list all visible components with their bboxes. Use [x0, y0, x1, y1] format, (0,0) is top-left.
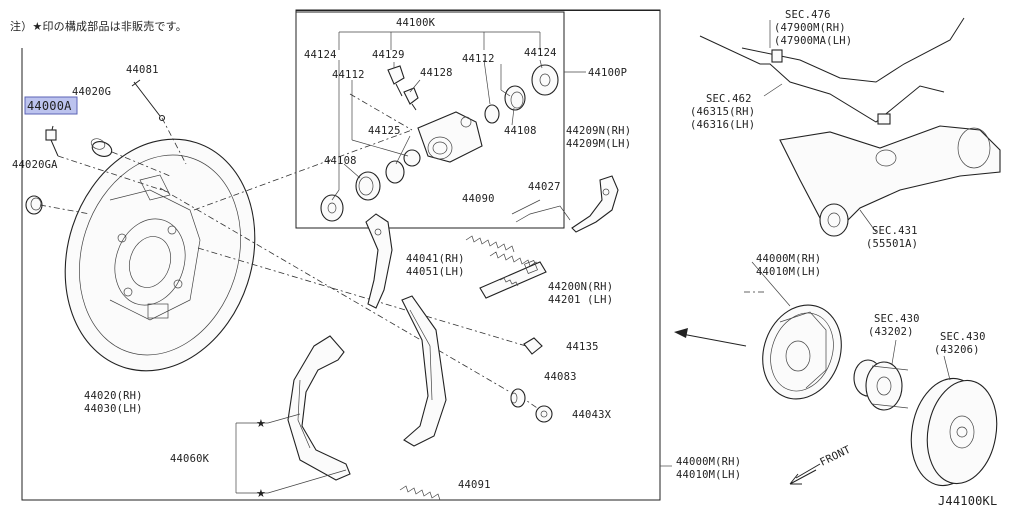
brake-drum — [910, 377, 998, 487]
brake-cable — [699, 17, 965, 125]
piston-cup-right — [484, 64, 559, 124]
label-44060K[interactable]: 44060K — [170, 453, 210, 465]
label-44020[interactable]: 44020(RH) — [84, 390, 143, 402]
star-mark-bottom: ★ — [256, 487, 266, 500]
label-55501A[interactable]: (55501A) — [866, 238, 918, 250]
label-44091[interactable]: 44091 — [458, 479, 491, 491]
label-44112-a[interactable]: 44112 — [332, 69, 365, 81]
shoe-bracket — [235, 413, 347, 494]
parking-lever — [365, 213, 393, 309]
wheel-cylinder-body — [417, 111, 483, 163]
plug-44020GA — [25, 195, 43, 215]
label-44027[interactable]: 44027 — [528, 181, 561, 193]
label-44125[interactable]: 44125 — [368, 125, 401, 137]
front-arrow-icon — [789, 463, 821, 485]
wheel-cylinder-box — [295, 11, 565, 229]
label-sec462[interactable]: SEC.462 — [706, 93, 752, 105]
label-44209M[interactable]: 44209M(LH) — [566, 138, 631, 150]
label-44128[interactable]: 44128 — [420, 67, 453, 79]
label-44000M-main[interactable]: 44000M(RH) — [676, 456, 741, 468]
label-44020G[interactable]: 44020G — [72, 86, 111, 98]
label-44081[interactable]: 44081 — [126, 64, 159, 76]
label-44100K[interactable]: 44100K — [396, 17, 436, 29]
leaders-right — [660, 20, 951, 467]
label-44000A[interactable]: 44000A — [27, 99, 72, 113]
label-44112-b[interactable]: 44112 — [462, 53, 495, 65]
bolt-44000A — [45, 125, 59, 157]
backing-plate — [64, 138, 256, 372]
label-44209N[interactable]: 44209N(RH) — [566, 125, 631, 137]
label-44020GA[interactable]: 44020GA — [12, 159, 58, 171]
label-43206[interactable]: (43206) — [934, 344, 980, 356]
label-44129[interactable]: 44129 — [372, 49, 405, 61]
label-46315[interactable]: (46315(RH) — [690, 106, 755, 118]
label-sec476[interactable]: SEC.476 — [785, 9, 831, 21]
label-44051[interactable]: 44051(LH) — [406, 266, 465, 278]
bleeder-cap-44128 — [403, 87, 419, 111]
label-46316[interactable]: (46316(LH) — [690, 119, 755, 131]
label-44135[interactable]: 44135 — [566, 341, 599, 353]
label-44041[interactable]: 44041(RH) — [406, 253, 465, 265]
leaders-box — [331, 31, 586, 201]
adjuster-lever — [571, 175, 619, 233]
pin-44081 — [131, 79, 166, 122]
spring-44091 — [399, 485, 441, 501]
label-44124-a[interactable]: 44124 — [304, 49, 337, 61]
hub-assembly — [853, 359, 909, 411]
label-44010M-right[interactable]: 44010M(LH) — [756, 266, 821, 278]
label-44200N[interactable]: 44200N(RH) — [548, 281, 613, 293]
highlight-44000A — [24, 96, 78, 115]
label-44124-b[interactable]: 44124 — [524, 47, 557, 59]
rear-axle-arm — [779, 125, 1001, 237]
label-sec430-b[interactable]: SEC.430 — [940, 331, 986, 343]
brake-shoe-rear — [287, 335, 351, 481]
cover-44020G — [90, 138, 113, 157]
label-47900MA[interactable]: (47900MA(LH) — [774, 35, 852, 47]
adjuster-strut — [479, 260, 547, 299]
brake-assembly-right — [744, 291, 842, 400]
label-44043X[interactable]: 44043X — [572, 409, 612, 421]
frame-top — [296, 10, 660, 11]
piston-cup-left — [320, 149, 421, 222]
label-front: FRONT — [818, 443, 853, 468]
brake-shoe-front — [401, 295, 447, 447]
label-44100P[interactable]: 44100P — [588, 67, 627, 79]
pointer-arrow — [674, 328, 747, 347]
diagram-code: J44100KL — [938, 494, 997, 508]
springs-44090-44027 — [465, 199, 571, 269]
label-44201[interactable]: 44201 (LH) — [548, 294, 613, 306]
retainer-44135 — [523, 337, 543, 355]
label-43202[interactable]: (43202) — [868, 326, 914, 338]
label-44030[interactable]: 44030(LH) — [84, 403, 143, 415]
label-47900M[interactable]: (47900M(RH) — [774, 22, 846, 34]
label-44083[interactable]: 44083 — [544, 371, 577, 383]
bleeder-44129 — [387, 65, 405, 97]
label-sec431[interactable]: SEC.431 — [872, 225, 918, 237]
note-text: 注）★印の構成部品は非販売です。 — [10, 19, 187, 33]
label-sec430-a[interactable]: SEC.430 — [874, 313, 920, 325]
label-44090[interactable]: 44090 — [462, 193, 495, 205]
label-44108-b[interactable]: 44108 — [504, 125, 537, 137]
washer-44043X — [535, 405, 553, 423]
label-44010M-main[interactable]: 44010M(LH) — [676, 469, 741, 481]
label-44108-a[interactable]: 44108 — [324, 155, 357, 167]
star-mark-top: ★ — [256, 417, 266, 430]
dashed-guides — [39, 93, 541, 411]
label-44000M-right[interactable]: 44000M(RH) — [756, 253, 821, 265]
spring-cup-44083 — [510, 388, 526, 408]
